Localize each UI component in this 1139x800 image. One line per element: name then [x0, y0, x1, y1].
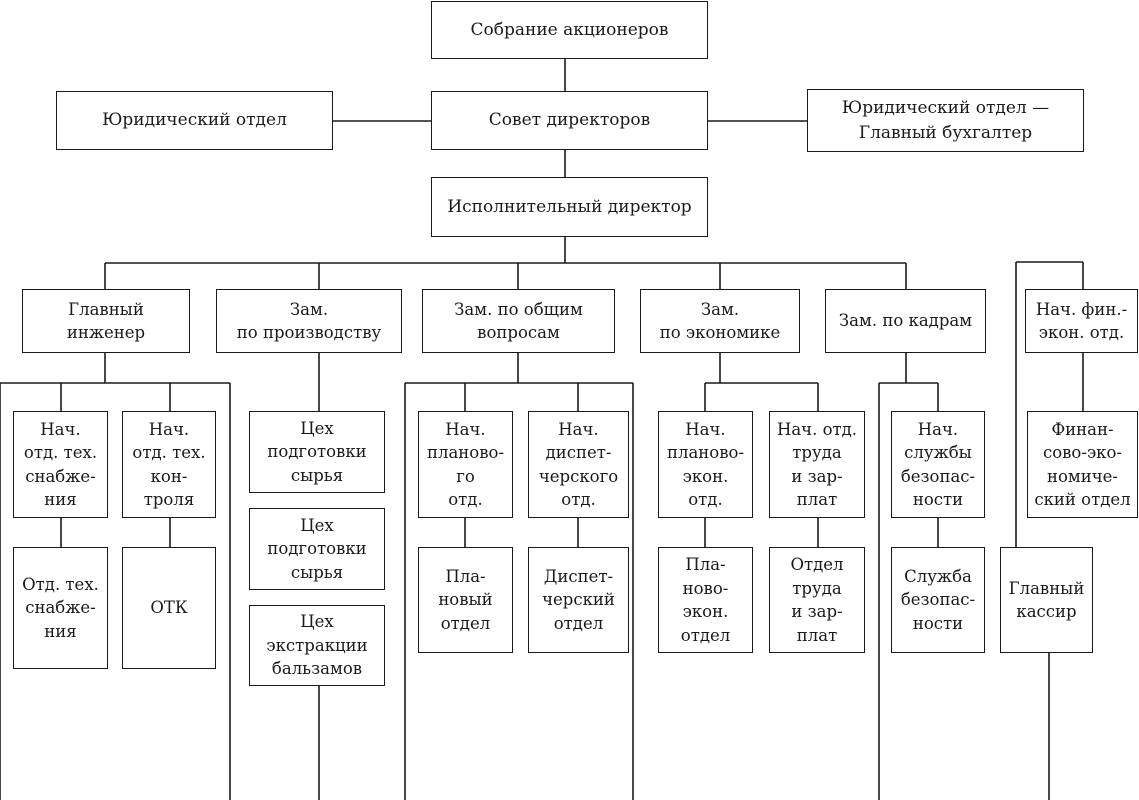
deputy-production-box: Зам. по производству — [216, 289, 402, 353]
raw-prep-workshop-1-box: Цех подготовки сырья — [249, 411, 385, 493]
fin-econ-department-box: Финан- сово-эко- номиче- ский отдел — [1027, 411, 1138, 518]
head-quality-control-box: Нач. отд. тех. кон- троля — [122, 411, 216, 518]
otk-box: ОТК — [122, 547, 216, 669]
planning-department-box: Пла- новый отдел — [418, 547, 513, 653]
deputy-hr-box: Зам. по кадрам — [825, 289, 986, 353]
deputy-economics-box: Зам. по экономике — [640, 289, 800, 353]
supply-department-box: Отд. тех. снабже- ния — [13, 547, 108, 669]
head-dispatch-box: Нач. диспет- черского отд. — [528, 411, 629, 518]
chief-engineer-box: Главный инженер — [22, 289, 190, 353]
head-security-box: Нач. службы безопас- ности — [891, 411, 985, 518]
raw-prep-workshop-2-box: Цех подготовки сырья — [249, 508, 385, 590]
chief-cashier-box: Главный кассир — [1000, 547, 1093, 653]
executive-director-box: Исполнительный директор — [431, 177, 708, 237]
dispatch-department-box: Диспет- черский отдел — [528, 547, 629, 653]
plan-econ-department-box: Пла- ново- экон. отдел — [658, 547, 753, 653]
shareholders-meeting-box: Собрание акционеров — [431, 1, 708, 59]
board-of-directors-box: Совет директоров — [431, 91, 708, 150]
security-service-box: Служба безопас- ности — [891, 547, 985, 653]
head-labor-box: Нач. отд. труда и зар- плат — [769, 411, 865, 518]
legal-department-box: Юридический отдел — [56, 91, 333, 150]
head-planning-box: Нач. планово- го отд. — [418, 411, 513, 518]
head-fin-econ-box: Нач. фин.- экон. отд. — [1025, 289, 1138, 353]
balsam-extraction-workshop-box: Цех экстракции бальзамов — [249, 605, 385, 686]
deputy-general-affairs-box: Зам. по общим вопросам — [422, 289, 615, 353]
head-plan-econ-box: Нач. планово- экон. отд. — [658, 411, 753, 518]
head-supply-box: Нач. отд. тех. снабже- ния — [13, 411, 108, 518]
legal-chief-accountant-box: Юридический отдел — Главный бухгалтер — [807, 89, 1084, 152]
labor-department-box: Отдел труда и зар- плат — [769, 547, 865, 653]
